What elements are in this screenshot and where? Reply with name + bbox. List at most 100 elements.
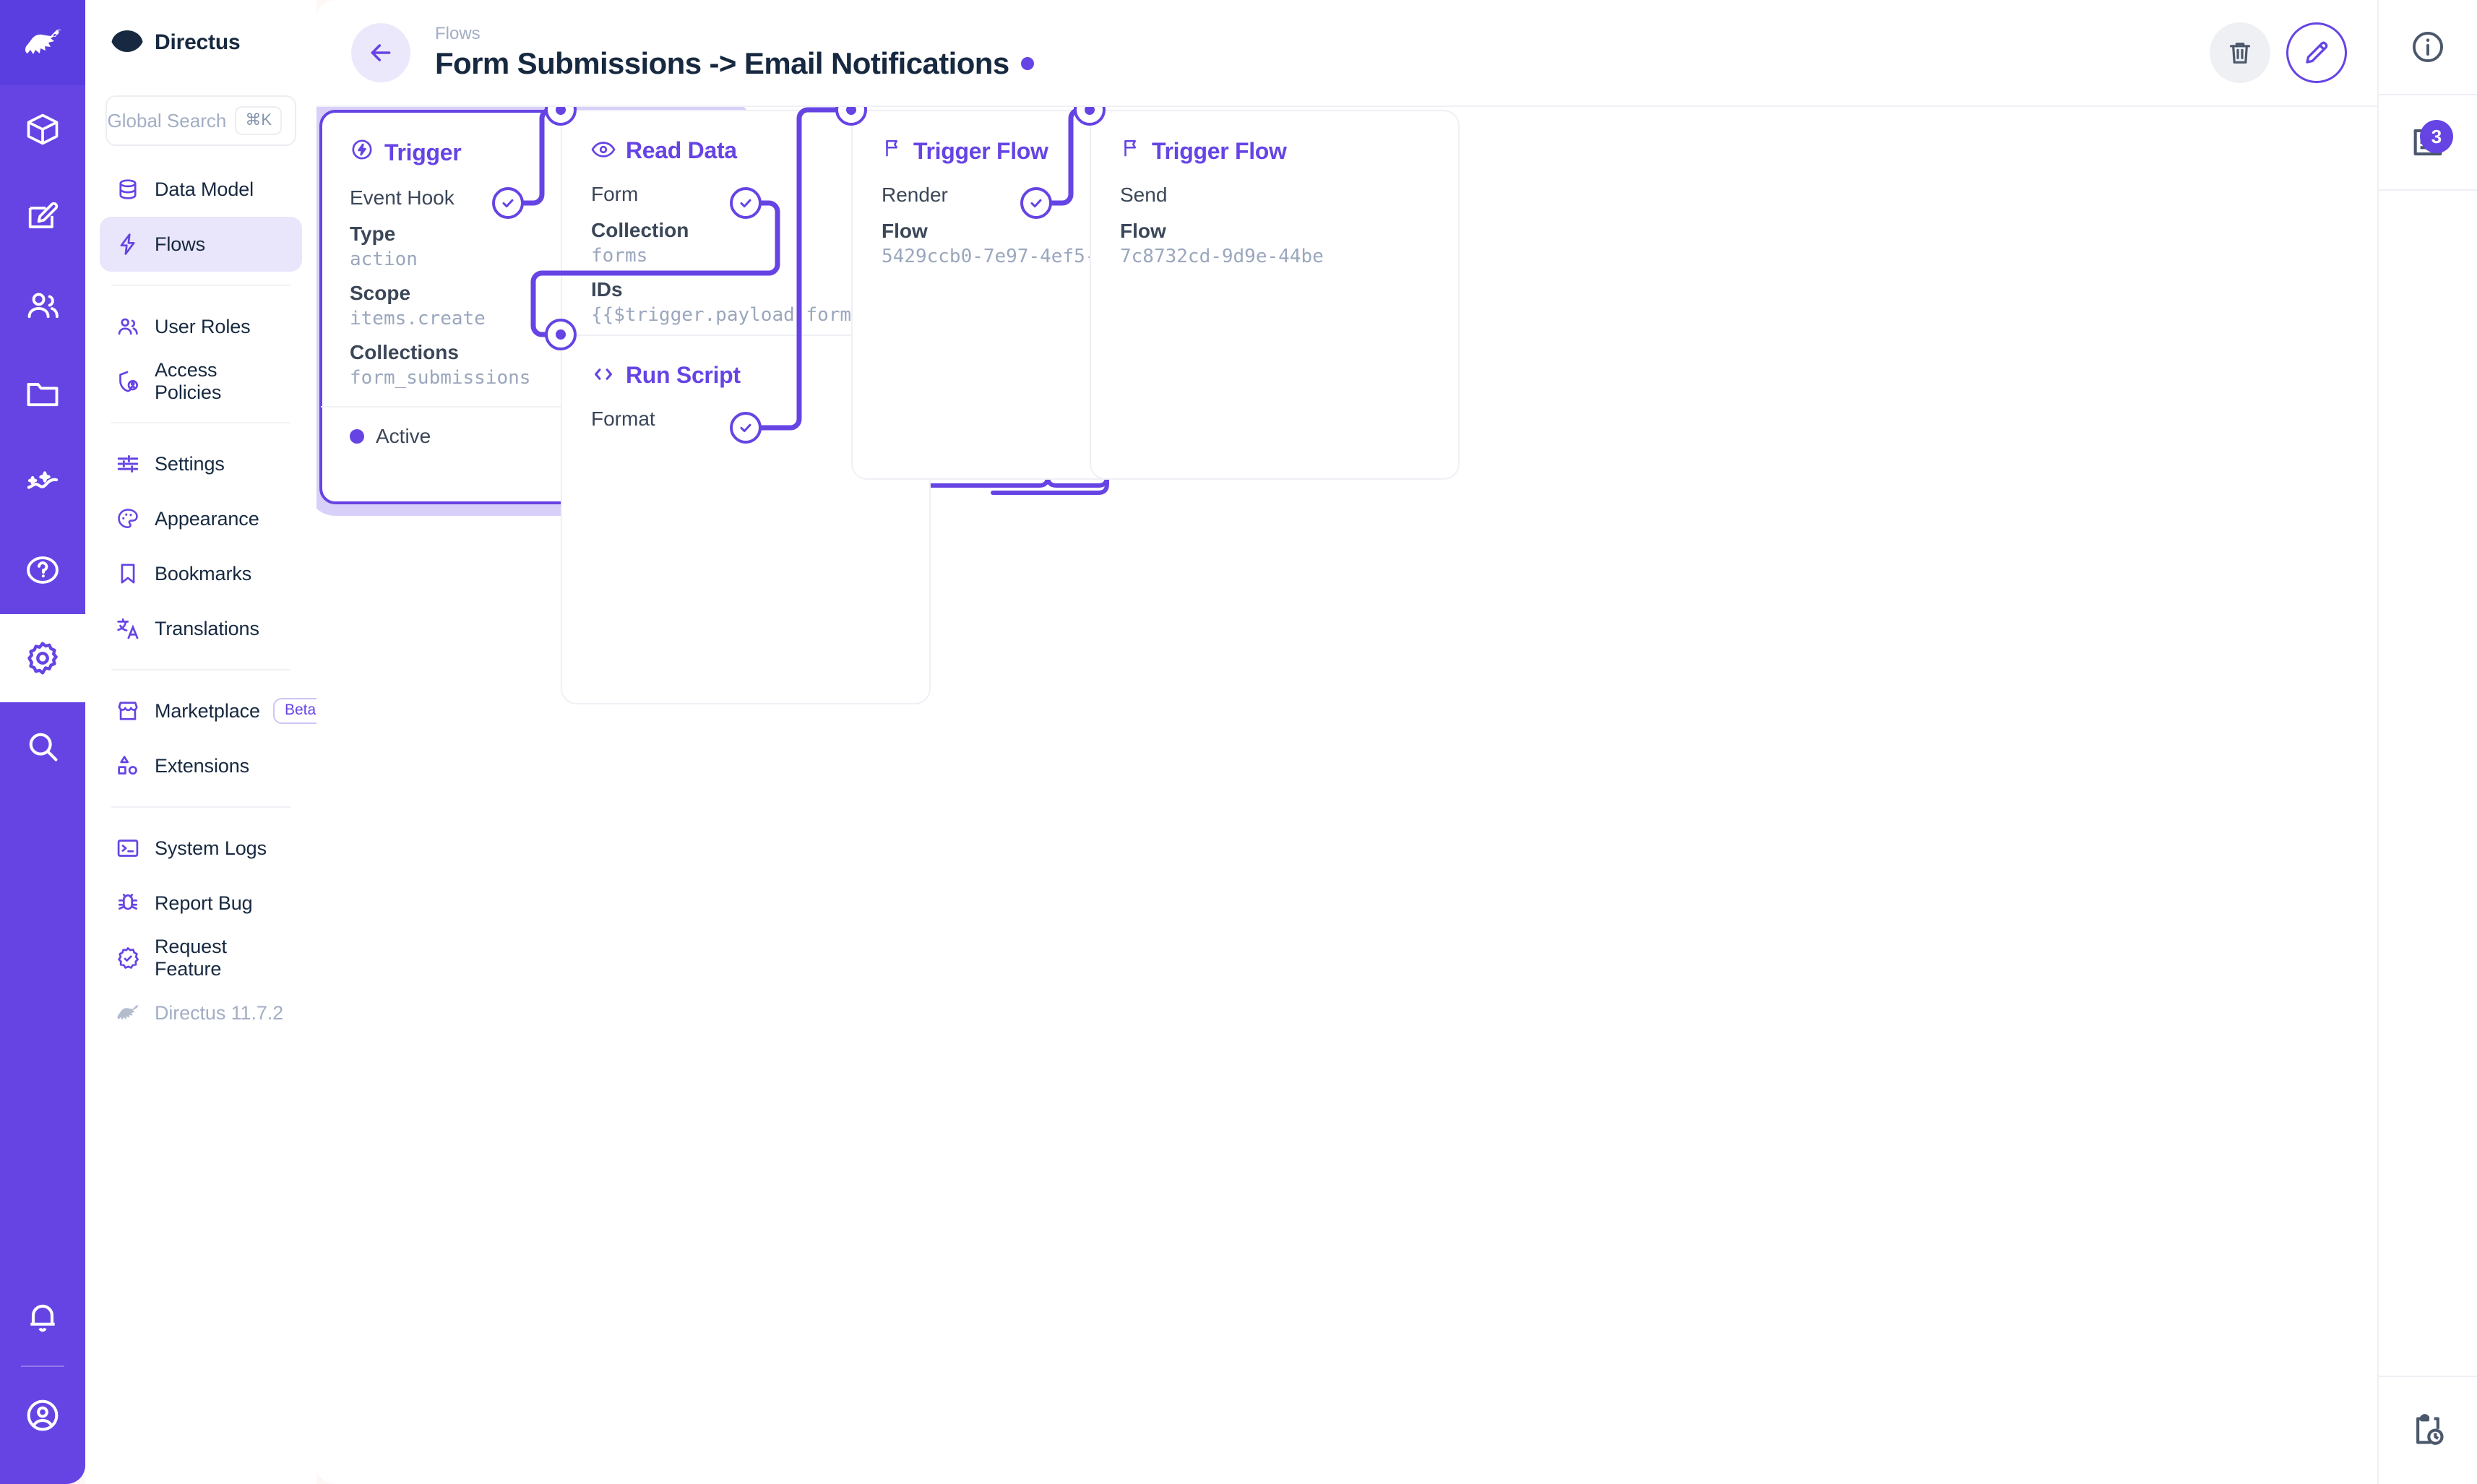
port-run-script-input[interactable]: [545, 319, 577, 350]
breadcrumb[interactable]: Flows: [435, 23, 481, 43]
flow-info-button[interactable]: [2378, 0, 2477, 95]
trigger-bolt-icon: [350, 137, 374, 168]
sidebar-item-label: Request Feature: [155, 936, 227, 980]
port-dot: [556, 329, 566, 340]
active-status-label: Active: [376, 425, 431, 447]
page-header: Flows Form Submissions -> Email Notifica…: [316, 0, 2377, 107]
verified-icon: [114, 944, 142, 972]
tune-icon: [114, 450, 142, 478]
flow-canvas[interactable]: Trigger Event Hook Type action Scope ite…: [316, 107, 2377, 1484]
main-panel: Flows Form Submissions -> Email Notifica…: [316, 0, 2377, 1484]
field-key: Collections: [350, 341, 459, 363]
sidebar-item-label: System Logs: [155, 837, 267, 859]
sidebar-divider: [111, 285, 290, 286]
sidebar-item-user-roles[interactable]: User Roles: [100, 299, 302, 354]
sidebar-item-flows[interactable]: Flows: [100, 217, 302, 272]
sidebar-item-label: Access Policies: [155, 359, 222, 403]
sidebar-item-translations[interactable]: Translations: [100, 601, 302, 656]
sidebar-item-appearance[interactable]: Appearance: [100, 491, 302, 546]
nav-group-3: Settings Appearance: [100, 436, 302, 656]
rail-item-insights[interactable]: [0, 438, 85, 526]
activity-log-button[interactable]: [2378, 1376, 2477, 1484]
port-trigger-flow-render-resolve[interactable]: [1020, 187, 1052, 219]
sidebar-item-bookmarks[interactable]: Bookmarks: [100, 546, 302, 601]
flag-icon: [1120, 137, 1142, 165]
eye-icon: [591, 137, 616, 164]
brand-header: Directus: [100, 0, 302, 85]
delete-flow-button[interactable]: [2210, 22, 2270, 83]
rabbit-logo-icon[interactable]: [0, 0, 85, 85]
code-icon: [591, 362, 616, 389]
sidebar-item-label: Marketplace: [155, 699, 260, 722]
sidebar-item-access-policies[interactable]: Access Policies: [100, 354, 302, 409]
node-title: Run Script: [591, 362, 900, 389]
sidebar-item-label: Flows: [155, 233, 206, 255]
brand-name: Directus: [155, 30, 241, 54]
flow-logs-button[interactable]: 3: [2378, 95, 2477, 191]
nav-group-5: System Logs Report Bug: [100, 821, 302, 1040]
sidebar-item-label: Translations: [155, 617, 259, 639]
sidebar-item-settings[interactable]: Settings: [100, 436, 302, 491]
rail-item-notifications[interactable]: [0, 1273, 85, 1361]
node-status-footer: Active: [321, 406, 738, 448]
node-subtitle: Event Hook: [350, 186, 455, 209]
port-dot: [846, 107, 856, 115]
nav-group-1: Data Model Flows: [100, 162, 302, 272]
node-title: Trigger: [350, 137, 710, 168]
port-run-script-resolve[interactable]: [730, 412, 762, 444]
sidebar-item-label: Settings: [155, 452, 225, 475]
users-icon: [114, 313, 142, 340]
rabbit-logo-icon: [114, 999, 142, 1027]
port-read-data-resolve[interactable]: [730, 187, 762, 219]
rail-item-file-library[interactable]: [0, 350, 85, 438]
bolt-icon: [114, 230, 142, 258]
field-key: Flow: [882, 220, 928, 242]
nav-group-2: User Roles Access Policies: [100, 299, 302, 409]
sidebar-item-extensions[interactable]: Extensions: [100, 738, 302, 793]
rail-item-user-directory[interactable]: [0, 262, 85, 350]
sidebar-item-label: Appearance: [155, 507, 259, 530]
nav-group-4: Marketplace Beta Extensions: [100, 683, 328, 793]
rail-item-content[interactable]: [0, 85, 85, 173]
back-button[interactable]: [351, 23, 410, 82]
edit-flow-button[interactable]: [2286, 22, 2347, 83]
bug-icon: [114, 889, 142, 917]
rail-item-search[interactable]: [0, 702, 85, 790]
port-dot: [1085, 107, 1095, 115]
field-value: action: [350, 249, 418, 270]
logs-count-badge: 3: [2420, 120, 2453, 153]
sidebar-divider: [111, 669, 290, 670]
directus-mark-icon: [111, 29, 143, 57]
field-key: Flow: [1120, 220, 1166, 242]
sidebar-item-marketplace[interactable]: Marketplace Beta: [100, 683, 328, 738]
sidebar-item-request-feature[interactable]: Request Feature: [100, 931, 302, 985]
page-title: Form Submissions -> Email Notifications: [435, 46, 1009, 81]
shield-person-icon: [114, 368, 142, 395]
rail-item-editor[interactable]: [0, 173, 85, 262]
search-shortcut-kbd: ⌘K: [235, 106, 282, 135]
sidebar-item-system-logs[interactable]: System Logs: [100, 821, 302, 876]
sidebar-item-label: Bookmarks: [155, 562, 252, 584]
global-search-input[interactable]: Global Search ⌘K: [105, 95, 296, 146]
flow-node-trigger-flow-send[interactable]: Trigger Flow Send Flow 7c8732cd-9d9e-44b…: [1090, 110, 1460, 480]
sidebar-item-data-model[interactable]: Data Model: [100, 162, 302, 217]
terminal-icon: [114, 834, 142, 862]
rail-item-account[interactable]: [0, 1371, 85, 1459]
bookmark-icon: [114, 560, 142, 587]
node-title: Trigger Flow: [882, 137, 1191, 165]
node-title-label: Trigger Flow: [1152, 137, 1287, 164]
sidebar-item-report-bug[interactable]: Report Bug: [100, 876, 302, 931]
node-title-label: Trigger Flow: [913, 137, 1048, 164]
node-subtitle: Format: [591, 407, 655, 430]
sidebar-divider: [111, 806, 290, 808]
port-trigger-resolve[interactable]: [492, 187, 524, 219]
node-subtitle: Send: [1120, 184, 1168, 206]
sidebar-item-label: Extensions: [155, 754, 250, 777]
status-badge: [1020, 57, 1034, 71]
database-icon: [114, 176, 142, 203]
right-sidebar: 3: [2377, 0, 2477, 1484]
rail-item-settings[interactable]: [0, 614, 85, 702]
rail-item-help[interactable]: [0, 526, 85, 614]
storefront-icon: [114, 697, 142, 725]
